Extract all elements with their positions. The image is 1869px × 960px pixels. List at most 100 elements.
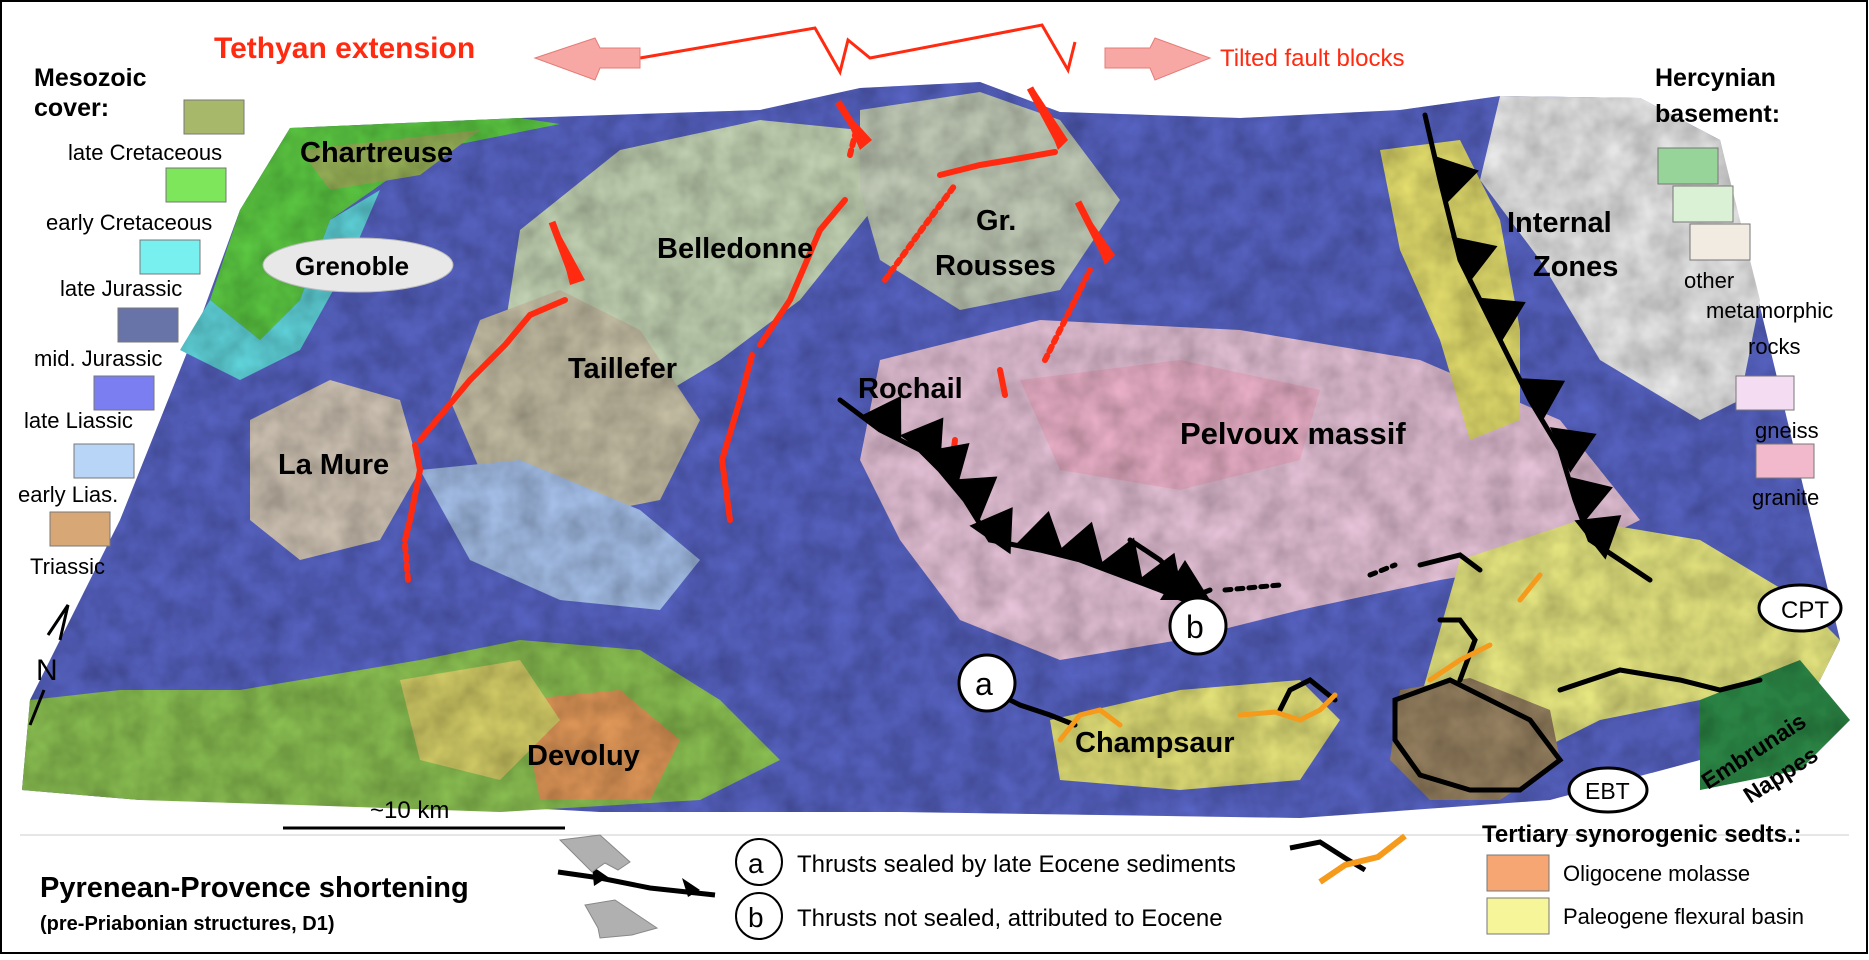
shortening-arrow-bottom: [584, 899, 659, 939]
thrust-tooth-1: [592, 866, 608, 886]
map-embrunais: [1700, 660, 1850, 790]
place-taillefer: Taillefer: [568, 353, 677, 385]
circle-a: [957, 653, 1017, 713]
fault-la-mure-dash: [402, 542, 411, 583]
arrow-right-pink: [1104, 37, 1212, 81]
place-la-mure: La Mure: [278, 449, 389, 481]
place-champsaur: Champsaur: [1075, 727, 1235, 759]
north-arrow-top: [46, 604, 70, 641]
scale-label: ~10 km: [370, 797, 449, 824]
fault-shaft-1: [548, 220, 574, 272]
mesozoic-label-0: late Cretaceous: [68, 140, 222, 165]
mesozoic-swatch-5: [73, 443, 135, 479]
map-devoluy-yellow: [400, 660, 560, 780]
granite-swatch: [1755, 443, 1815, 479]
other-label-3: rocks: [1748, 334, 1801, 359]
thrust-faults: [837, 112, 1763, 793]
tertiary-heading: Tertiary synorogenic sedts.:: [1482, 821, 1802, 848]
circle-b: [1168, 596, 1228, 656]
tertiary-label-1: Paleogene flexural basin: [1563, 904, 1804, 929]
granite-label: granite: [1752, 485, 1819, 510]
fault-shaft-3: [1026, 86, 1062, 142]
thrust-tooth-2: [682, 878, 700, 897]
thrust-champsaur-arc: [1277, 677, 1338, 713]
mesozoic-swatch-1: [165, 167, 227, 203]
ellipse-cpt: [1757, 583, 1843, 633]
tertiary-swatch-1: [1486, 897, 1550, 935]
hercynian-swatch-2: [1689, 223, 1751, 261]
place-rousses: Rousses: [935, 250, 1056, 282]
thrust-brown-outline: [1392, 677, 1564, 793]
legend-a-text: Thrusts sealed by late Eocene sediments: [797, 851, 1236, 878]
tertiary-swatch-0: [1486, 854, 1550, 892]
mesozoic-swatch-6: [49, 511, 111, 547]
north-arrow-tail: [28, 689, 46, 726]
fault-belledonne-2: [757, 197, 848, 348]
mesozoic-swatch-2: [139, 239, 201, 275]
place-belledonne: Belledonne: [657, 233, 813, 265]
legend-circle-a: [735, 838, 783, 886]
pyrenean-title: Pyrenean-Provence shortening: [40, 872, 469, 904]
place-devoluy: Devoluy: [527, 740, 640, 772]
tethyan-zigzag: [639, 23, 1077, 76]
circle-a-letter: a: [975, 666, 993, 702]
thrust-b-east: [1222, 582, 1283, 593]
fault-rochail: [997, 367, 1008, 398]
mesozoic-label-3: mid. Jurassic: [34, 346, 162, 371]
map-la-mure: [250, 380, 420, 560]
fault-rousses: [937, 149, 1058, 178]
mesozoic-heading-2: cover:: [34, 94, 109, 122]
thrust-b: [837, 395, 1213, 603]
place-pelvoux: Pelvoux massif: [1180, 416, 1406, 451]
mesozoic-label-4: late Liassic: [24, 408, 133, 433]
mesozoic-label-5: early Lias.: [18, 482, 118, 507]
other-label-1: other: [1684, 268, 1734, 293]
hercynian-heading-2: basement:: [1655, 100, 1780, 128]
hercynian-swatch-1: [1672, 185, 1734, 223]
mesozoic-swatch-3: [117, 307, 179, 343]
hercynian-swatches: [1657, 147, 1751, 261]
circle-b-letter: b: [1186, 609, 1204, 645]
map-cyan-band: [180, 190, 380, 380]
fault-rousses-dash: [882, 182, 958, 283]
sealed-thrusts: [1057, 572, 1543, 743]
place-gr: Gr.: [976, 205, 1016, 237]
fault-shaft-2: [835, 100, 865, 142]
gneiss-label: gneiss: [1755, 418, 1819, 443]
legend-b-text: Thrusts not sealed, attributed to Eocene: [797, 905, 1223, 932]
map-devoluy-orange: [520, 690, 680, 800]
shortening-arrow-top: [558, 834, 631, 873]
ellipse-ebt: [1567, 766, 1649, 814]
grenoble-ellipse: [262, 237, 454, 293]
other-label-2: metamorphic: [1706, 298, 1833, 323]
map-brown-block: [1390, 678, 1560, 800]
legend-circle-b: [735, 892, 783, 940]
mesozoic-swatch-0: [183, 99, 245, 135]
fault-belledonne: [718, 352, 755, 523]
gneiss-swatch: [1735, 375, 1795, 411]
hercynian-swatch-0: [1657, 147, 1719, 185]
legend-a-letter: a: [748, 848, 764, 879]
fault-rochail-dash: [1042, 267, 1093, 363]
mesozoic-label-6: Triassic: [30, 554, 105, 579]
thrust-b-east-2: [1367, 562, 1398, 578]
sealed-east: [1427, 642, 1493, 683]
arrow-left-pink: [533, 37, 641, 81]
ebt-label: EBT: [1585, 778, 1630, 804]
pyrenean-thrust-symbol: [557, 869, 716, 898]
hercynian-heading-1: Hercynian: [1655, 64, 1776, 92]
thrust-cpt: [1422, 112, 1653, 583]
tilted-fault-blocks-label: Tilted fault blocks: [1220, 45, 1405, 72]
tertiary-label-0: Oligocene molasse: [1563, 861, 1750, 886]
fault-arrow-shafts: [548, 86, 1109, 272]
north-label: N: [36, 654, 58, 687]
fault-shaft-4: [1074, 200, 1109, 257]
sealed-east-2: [1517, 572, 1543, 603]
fault-belledonne-dash: [847, 132, 858, 158]
thrust-south: [1437, 617, 1478, 683]
pyrenean-sub: (pre-Priabonian structures, D1): [40, 913, 335, 935]
legend-b-letter: b: [748, 902, 764, 933]
place-grenoble: Grenoble: [295, 251, 409, 281]
